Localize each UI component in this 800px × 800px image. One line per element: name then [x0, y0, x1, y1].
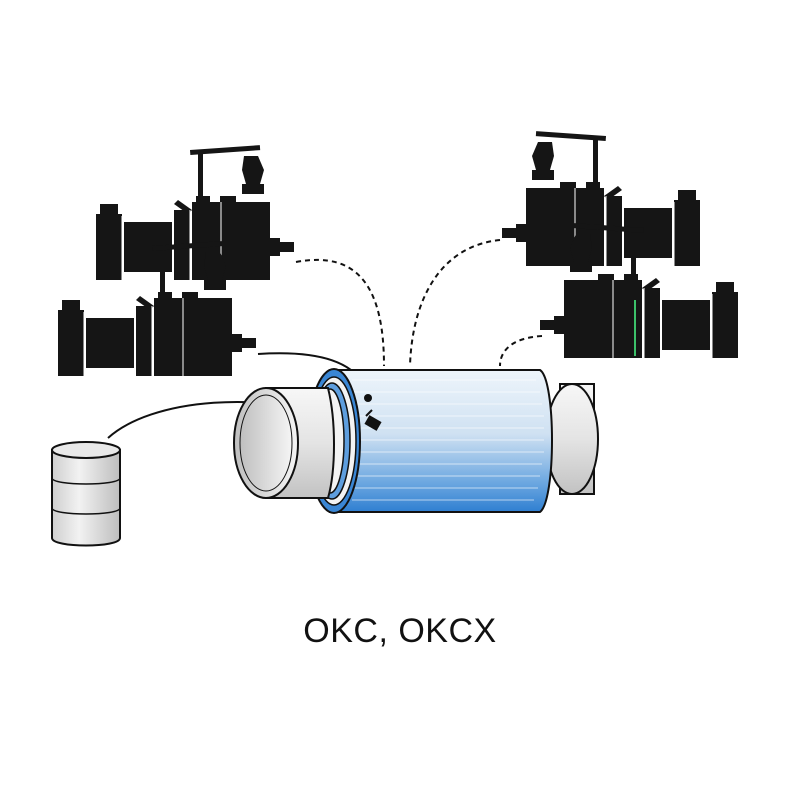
sleeve-connectors [364, 394, 382, 431]
machine-bottom-right [539, 222, 739, 359]
shrink-sleeve-icon [307, 368, 553, 514]
machine-top-left [95, 144, 295, 281]
barrel-icon [51, 441, 121, 547]
diagram-caption: OKC, OKCX [303, 612, 497, 650]
pipe-front [233, 387, 335, 499]
machine-top-right [501, 130, 701, 267]
